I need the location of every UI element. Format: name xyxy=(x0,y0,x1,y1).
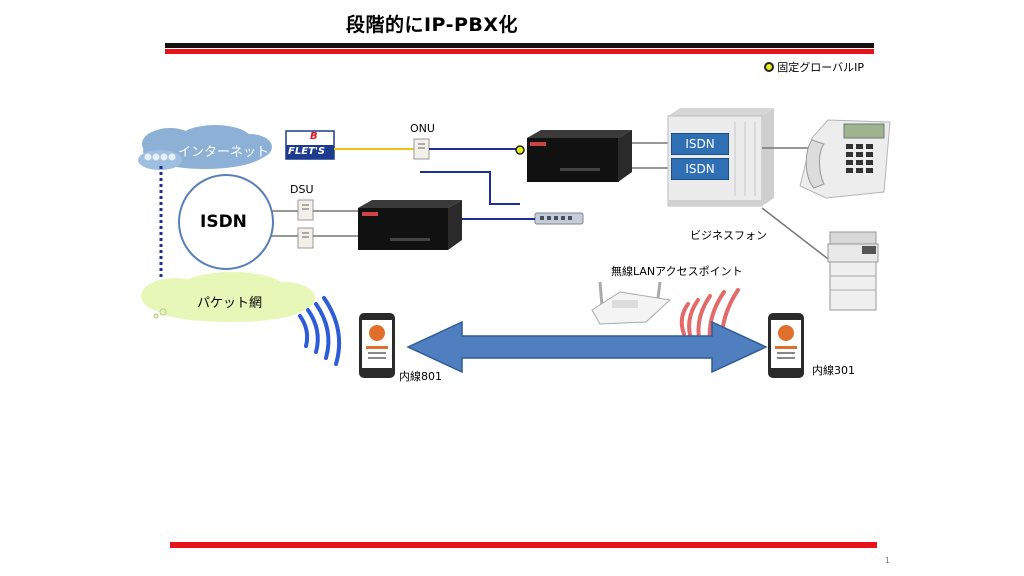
packet-cloud-shape xyxy=(141,272,315,322)
double-arrow xyxy=(406,320,768,374)
legend-dot-icon xyxy=(764,62,775,72)
wireless-waves-blue xyxy=(298,296,342,366)
header-rule-black xyxy=(165,43,874,48)
desk-phone-icon xyxy=(799,119,891,199)
packet-cloud-label: パケット網 xyxy=(197,296,263,311)
dsu-device-1 xyxy=(297,199,314,221)
isdn-card-1: ISDN xyxy=(671,133,729,155)
isdn-circle-shape xyxy=(178,174,274,270)
dsu-device-2 xyxy=(297,227,314,249)
extension-left-label: 内線801 xyxy=(399,370,442,383)
flets-b-label: B xyxy=(310,131,318,142)
onu-device xyxy=(413,138,430,160)
smartphone-right xyxy=(768,313,804,378)
network-switch xyxy=(534,212,584,225)
business-phone-label: ビジネスフォン xyxy=(690,229,767,242)
header-rule-red xyxy=(165,49,874,54)
business-phone-unit xyxy=(667,108,774,207)
isdn-circle-label: ISDN xyxy=(200,212,247,232)
internet-cloud-shape xyxy=(138,125,272,170)
flets-logo xyxy=(285,130,335,160)
flets-logo-label: FLET'S xyxy=(288,146,326,157)
onu-label: ONU xyxy=(410,122,435,135)
footer-rule-red xyxy=(170,542,877,548)
smartphone-left xyxy=(359,313,395,378)
pbx-box-lower xyxy=(358,200,462,250)
printer-icon xyxy=(827,231,879,311)
access-point-icon xyxy=(591,281,672,325)
legend: 固定グローバルIP xyxy=(764,59,864,75)
internet-cloud-label: インターネット xyxy=(178,145,270,160)
pbx-box-top xyxy=(527,130,632,182)
page-title: 段階的にIP-PBX化 xyxy=(345,14,519,36)
access-point-label: 無線LANアクセスポイント xyxy=(611,265,743,278)
isdn-card-2: ISDN xyxy=(671,158,729,180)
legend-label: 固定グローバルIP xyxy=(777,61,864,74)
extension-right-label: 内線301 xyxy=(812,364,855,377)
dsu-label: DSU xyxy=(290,183,314,196)
page-number: 1 xyxy=(884,556,890,565)
